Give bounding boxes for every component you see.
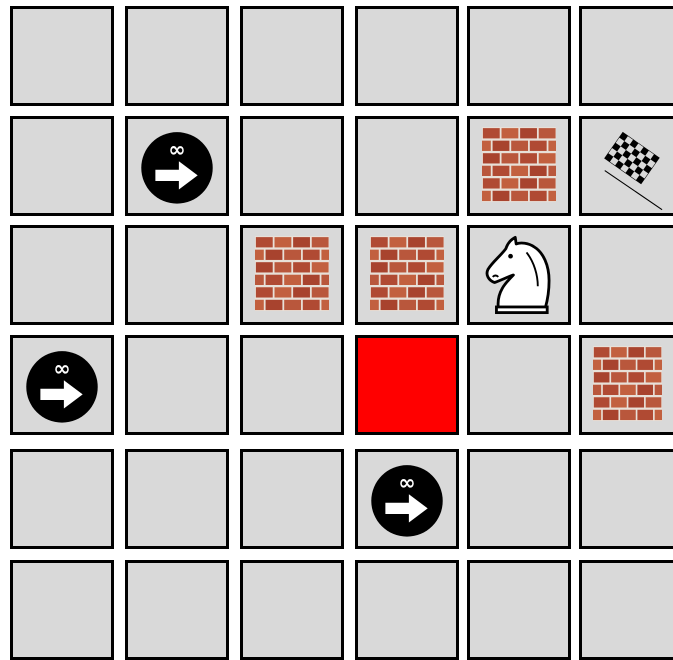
infinite-arrow-icon[interactable]: ∞ [358, 452, 456, 546]
board-cell-r2-c1[interactable] [125, 225, 229, 325]
board-cell-r3-c0[interactable]: ∞ [10, 335, 114, 435]
board-cell-r3-c4[interactable] [467, 335, 571, 435]
brick-wall-icon [593, 346, 662, 421]
board-cell-r4-c3[interactable]: ∞ [355, 449, 459, 549]
board-cell-r4-c2[interactable] [240, 449, 344, 549]
brick-wall-icon [370, 236, 444, 311]
board-cell-r3-c1[interactable] [125, 335, 229, 435]
board-cell-r0-c1[interactable] [125, 6, 229, 106]
checkered-flag-icon[interactable] [582, 119, 673, 213]
board-cell-r1-c4[interactable] [467, 116, 571, 216]
board-cell-r4-c5[interactable] [579, 449, 673, 549]
board-cell-r5-c0[interactable] [10, 560, 114, 660]
brick-wall-icon [482, 127, 556, 202]
board-cell-r1-c1[interactable]: ∞ [125, 116, 229, 216]
board-cell-r2-c3[interactable] [355, 225, 459, 325]
infinite-arrow-icon[interactable]: ∞ [13, 338, 111, 432]
board-cell-r1-c3[interactable] [355, 116, 459, 216]
board-cell-r1-c0[interactable] [10, 116, 114, 216]
board-cell-r2-c2[interactable] [240, 225, 344, 325]
board-cell-r1-c2[interactable] [240, 116, 344, 216]
svg-text:∞: ∞ [398, 471, 415, 495]
board-cell-r4-c0[interactable] [10, 449, 114, 549]
board-cell-r5-c4[interactable] [467, 560, 571, 660]
board-cell-r0-c5[interactable] [579, 6, 673, 106]
board-cell-r2-c0[interactable] [10, 225, 114, 325]
board-cell-r0-c3[interactable] [355, 6, 459, 106]
board-cell-r2-c4[interactable] [467, 225, 571, 325]
board-cell-r4-c1[interactable] [125, 449, 229, 549]
board-cell-r5-c2[interactable] [240, 560, 344, 660]
board-cell-r1-c5[interactable] [579, 116, 673, 216]
highlighted-cell[interactable] [355, 335, 459, 435]
board-cell-r4-c4[interactable] [467, 449, 571, 549]
board-cell-r3-c2[interactable] [240, 335, 344, 435]
board-cell-r0-c4[interactable] [467, 6, 571, 106]
board-cell-r5-c3[interactable] [355, 560, 459, 660]
board-cell-r0-c2[interactable] [240, 6, 344, 106]
svg-text:∞: ∞ [53, 357, 70, 381]
board-cell-r5-c5[interactable] [579, 560, 673, 660]
knight-icon[interactable] [470, 228, 568, 322]
brick-wall-icon [255, 236, 329, 311]
infinite-arrow-icon[interactable]: ∞ [128, 119, 226, 213]
board-cell-r5-c1[interactable] [125, 560, 229, 660]
board-cell-r2-c5[interactable] [579, 225, 673, 325]
board-cell-r0-c0[interactable] [10, 6, 114, 106]
board-cell-r3-c5[interactable] [579, 335, 673, 435]
svg-text:∞: ∞ [168, 138, 185, 162]
